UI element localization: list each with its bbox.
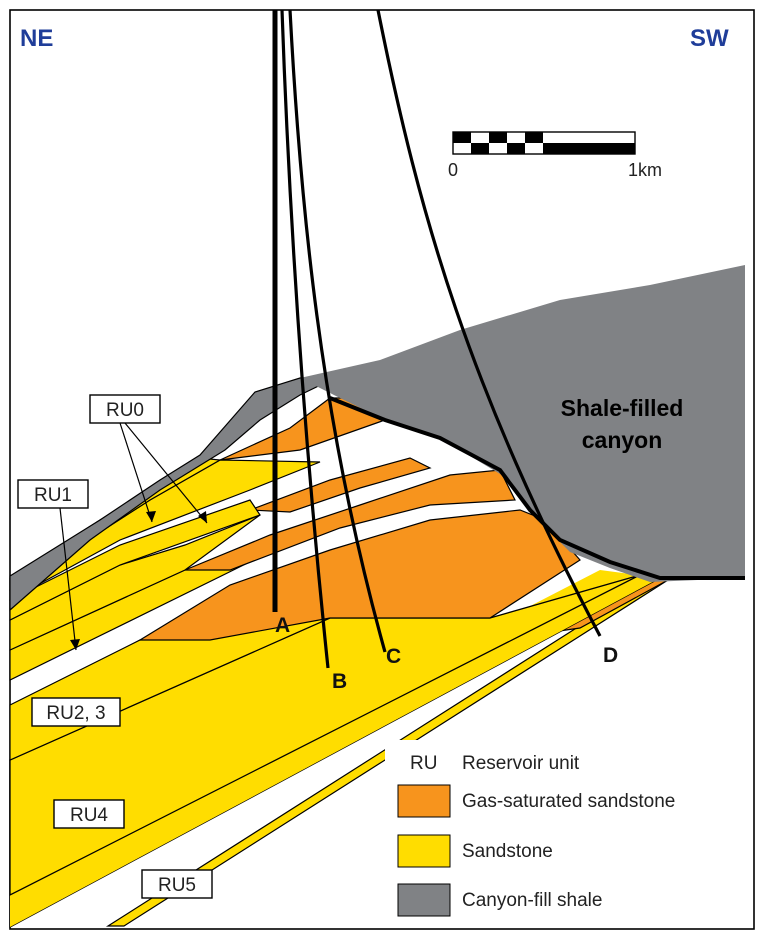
unit-label-ru1: RU1 <box>34 485 72 506</box>
well-c-trajectory <box>288 9 387 653</box>
scale-end-label: 1km <box>628 160 662 180</box>
orientation-ne: NE <box>20 25 53 52</box>
ru4-sandstone-lower <box>10 570 660 927</box>
unit-box-ru0 <box>89 394 161 424</box>
legend-swatch-shale <box>397 883 451 917</box>
unit-leader-lines <box>59 422 208 651</box>
canyon-label-line2: canyon <box>582 427 663 453</box>
unit-label-ru5: RU5 <box>158 875 196 896</box>
shale-filled-canyon <box>300 265 745 582</box>
legend-label-shale: Canyon-fill shale <box>462 890 602 911</box>
ru0-sand-lower <box>9 499 261 621</box>
unit-box-ru4 <box>53 799 125 829</box>
unit-label-ru23: RU2, 3 <box>46 703 105 724</box>
unit-label-ru0: RU0 <box>106 400 144 421</box>
legend-swatch-gas-sand <box>397 784 451 818</box>
scale-bar: 0 1km <box>448 131 662 180</box>
legend-abbr: RU <box>410 753 437 774</box>
legend: RU Reservoir unit Gas-saturated sandston… <box>385 740 745 925</box>
well-a-label: A <box>275 614 290 637</box>
well-b-label: B <box>332 670 347 693</box>
unit-label-ru4: RU4 <box>70 805 108 826</box>
canyon-boundary <box>329 396 745 580</box>
unit-box-ru23 <box>31 697 121 727</box>
well-c-label: C <box>386 645 401 668</box>
orientation-sw: SW <box>690 25 729 52</box>
unit-box-ru5 <box>141 869 213 899</box>
well-d-trajectory <box>376 9 602 637</box>
well-d-label: D <box>603 644 618 667</box>
ru0-gas-band-lower <box>249 457 432 513</box>
legend-swatch-sand <box>397 834 451 868</box>
scale-start-label: 0 <box>448 160 458 180</box>
unit-leader-arrows <box>70 511 207 650</box>
unit-box-ru1 <box>17 479 89 509</box>
well-b-trajectory <box>280 9 330 669</box>
legend-label-sand: Sandstone <box>462 841 553 862</box>
legend-abbr-meaning: Reservoir unit <box>462 753 580 774</box>
canyon-label-line1: Shale-filled <box>561 395 684 421</box>
legend-label-gas-sand: Gas-saturated sandstone <box>462 791 675 812</box>
